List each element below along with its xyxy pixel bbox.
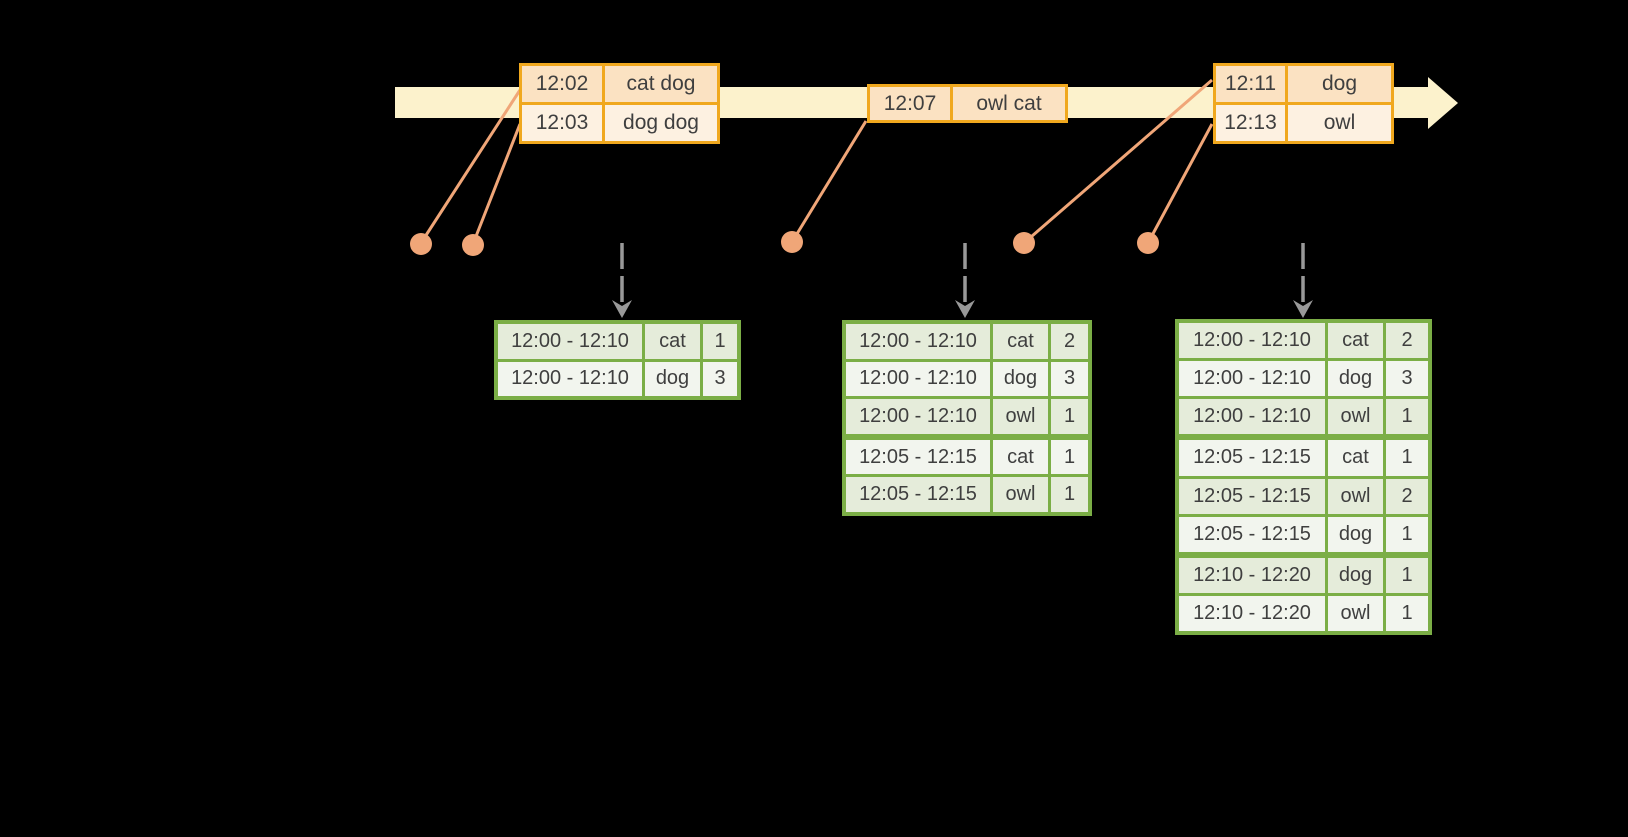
event-connector-line	[1146, 123, 1214, 244]
event-row: 12:03 dog dog	[522, 102, 717, 141]
result-table-1: 12:00 - 12:10 cat 1 12:00 - 12:10 dog 3	[494, 320, 741, 400]
word-cell: dog	[1328, 516, 1386, 552]
event-words-cell: cat dog	[605, 66, 717, 102]
word-cell: dog	[1328, 361, 1386, 397]
event-connector-lines	[419, 78, 1214, 245]
count-cell: 2	[1386, 323, 1428, 359]
count-cell: 1	[1386, 557, 1428, 593]
count-cell: 1	[1386, 595, 1428, 631]
result-row: 12:00 - 12:10 cat 1	[498, 324, 737, 359]
trigger-arrow-icon	[612, 243, 632, 318]
count-cell: 1	[1386, 399, 1428, 435]
event-time-cell: 12:07	[870, 87, 953, 120]
event-row: 12:07 owl cat	[870, 87, 1065, 120]
count-cell: 2	[1386, 478, 1428, 514]
window-cell: 12:00 - 12:10	[846, 399, 993, 434]
result-row: 12:00 - 12:10 dog 3	[1179, 358, 1428, 397]
window-cell: 12:00 - 12:10	[846, 361, 993, 397]
event-connector-line	[1023, 78, 1213, 245]
result-row: 12:05 - 12:15 owl 1	[846, 474, 1088, 512]
event-row: 12:11 dog	[1216, 66, 1391, 102]
window-cell: 12:00 - 12:10	[1179, 361, 1328, 397]
window-cell: 12:05 - 12:15	[1179, 440, 1328, 476]
window-cell: 12:00 - 12:10	[498, 324, 645, 359]
word-cell: owl	[1328, 399, 1386, 435]
event-dot-icon	[410, 233, 432, 255]
window-cell: 12:00 - 12:10	[1179, 323, 1328, 359]
count-cell: 3	[703, 361, 737, 396]
window-cell: 12:00 - 12:10	[1179, 399, 1328, 435]
result-table-3: 12:00 - 12:10 cat 2 12:00 - 12:10 dog 3 …	[1175, 319, 1432, 635]
count-cell: 1	[1051, 439, 1088, 475]
result-row: 12:05 - 12:15 cat 1	[1179, 434, 1428, 476]
result-row: 12:00 - 12:10 owl 1	[1179, 396, 1428, 435]
count-cell: 2	[1051, 324, 1088, 359]
word-cell: cat	[993, 439, 1051, 475]
window-cell: 12:00 - 12:10	[846, 324, 993, 359]
event-row: 12:13 owl	[1216, 102, 1391, 141]
window-cell: 12:05 - 12:15	[1179, 516, 1328, 552]
event-dot-icon	[462, 234, 484, 256]
count-cell: 1	[1051, 477, 1088, 512]
trigger-arrows	[612, 243, 1313, 318]
word-cell: dog	[1328, 557, 1386, 593]
word-cell: owl	[1328, 595, 1386, 631]
event-dots	[410, 231, 1159, 256]
result-row: 12:00 - 12:10 cat 2	[1179, 323, 1428, 359]
count-cell: 3	[1051, 361, 1088, 397]
result-row: 12:00 - 12:10 cat 2	[846, 324, 1088, 359]
result-row: 12:00 - 12:10 dog 3	[498, 358, 737, 396]
result-row: 12:00 - 12:10 owl 1	[846, 396, 1088, 434]
count-cell: 1	[1386, 440, 1428, 476]
event-words-cell: owl cat	[953, 87, 1065, 120]
event-words-cell: dog dog	[605, 105, 717, 141]
word-cell: owl	[993, 399, 1051, 434]
result-row: 12:10 - 12:20 dog 1	[1179, 551, 1428, 593]
event-dot-icon	[1137, 232, 1159, 254]
result-row: 12:05 - 12:15 dog 1	[1179, 513, 1428, 552]
result-table-2: 12:00 - 12:10 cat 2 12:00 - 12:10 dog 3 …	[842, 320, 1092, 516]
event-table-3: 12:11 dog 12:13 owl	[1213, 63, 1394, 144]
count-cell: 3	[1386, 361, 1428, 397]
event-time-cell: 12:03	[522, 105, 605, 141]
event-time-cell: 12:02	[522, 66, 605, 102]
result-row: 12:05 - 12:15 cat 1	[846, 433, 1088, 475]
window-cell: 12:10 - 12:20	[1179, 557, 1328, 593]
count-cell: 1	[703, 324, 737, 359]
event-time-cell: 12:11	[1216, 66, 1288, 102]
word-cell: cat	[645, 324, 703, 359]
word-cell: cat	[993, 324, 1051, 359]
event-dot-icon	[781, 231, 803, 253]
word-cell: owl	[1328, 478, 1386, 514]
result-row: 12:10 - 12:20 owl 1	[1179, 592, 1428, 631]
result-row: 12:00 - 12:10 dog 3	[846, 358, 1088, 397]
event-table-1: 12:02 cat dog 12:03 dog dog	[519, 63, 720, 144]
trigger-arrow-icon	[955, 243, 975, 318]
event-row: 12:02 cat dog	[522, 66, 717, 102]
event-words-cell: owl	[1288, 105, 1391, 141]
window-cell: 12:05 - 12:15	[846, 439, 993, 475]
word-cell: dog	[645, 361, 703, 396]
event-time-cell: 12:13	[1216, 105, 1288, 141]
event-table-2: 12:07 owl cat	[867, 84, 1068, 123]
word-cell: cat	[1328, 440, 1386, 476]
window-cell: 12:05 - 12:15	[846, 477, 993, 512]
word-cell: dog	[993, 361, 1051, 397]
trigger-arrow-icon	[1293, 243, 1313, 318]
event-words-cell: dog	[1288, 66, 1391, 102]
word-cell: owl	[993, 477, 1051, 512]
result-row: 12:05 - 12:15 owl 2	[1179, 475, 1428, 514]
event-connector-line	[419, 89, 522, 244]
count-cell: 1	[1386, 516, 1428, 552]
window-cell: 12:00 - 12:10	[498, 361, 645, 396]
event-connector-line	[471, 123, 522, 245]
event-dot-icon	[1013, 232, 1035, 254]
word-cell: cat	[1328, 323, 1386, 359]
event-connector-line	[790, 120, 868, 243]
window-cell: 12:05 - 12:15	[1179, 478, 1328, 514]
count-cell: 1	[1051, 399, 1088, 434]
window-cell: 12:10 - 12:20	[1179, 595, 1328, 631]
